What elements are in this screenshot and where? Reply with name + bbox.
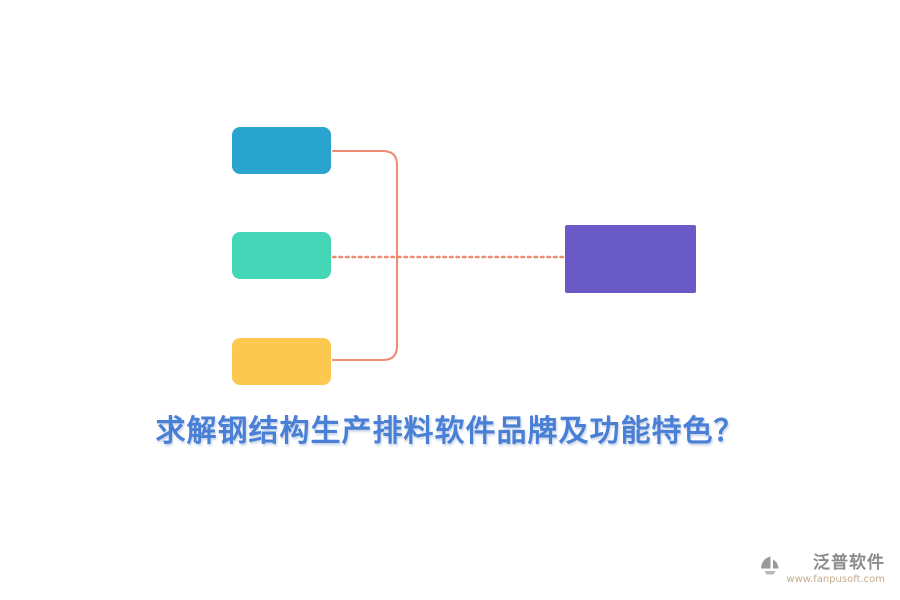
teal-node xyxy=(232,232,331,279)
brand-url: www.fanpusoft.com xyxy=(786,574,885,585)
page-title: 求解钢结构生产排料软件品牌及功能特色？ xyxy=(155,414,745,449)
brand-logo: 泛普软件 www.fanpusoft.com xyxy=(758,553,885,586)
brand-name: 泛普软件 xyxy=(813,552,885,573)
fanpu-logo-icon xyxy=(761,556,779,575)
bracket-connector xyxy=(332,150,398,361)
yellow-node xyxy=(232,338,331,385)
brand-text: 泛普软件 www.fanpusoft.com xyxy=(786,553,885,586)
purple-node xyxy=(565,225,696,293)
blue-node xyxy=(232,127,331,174)
